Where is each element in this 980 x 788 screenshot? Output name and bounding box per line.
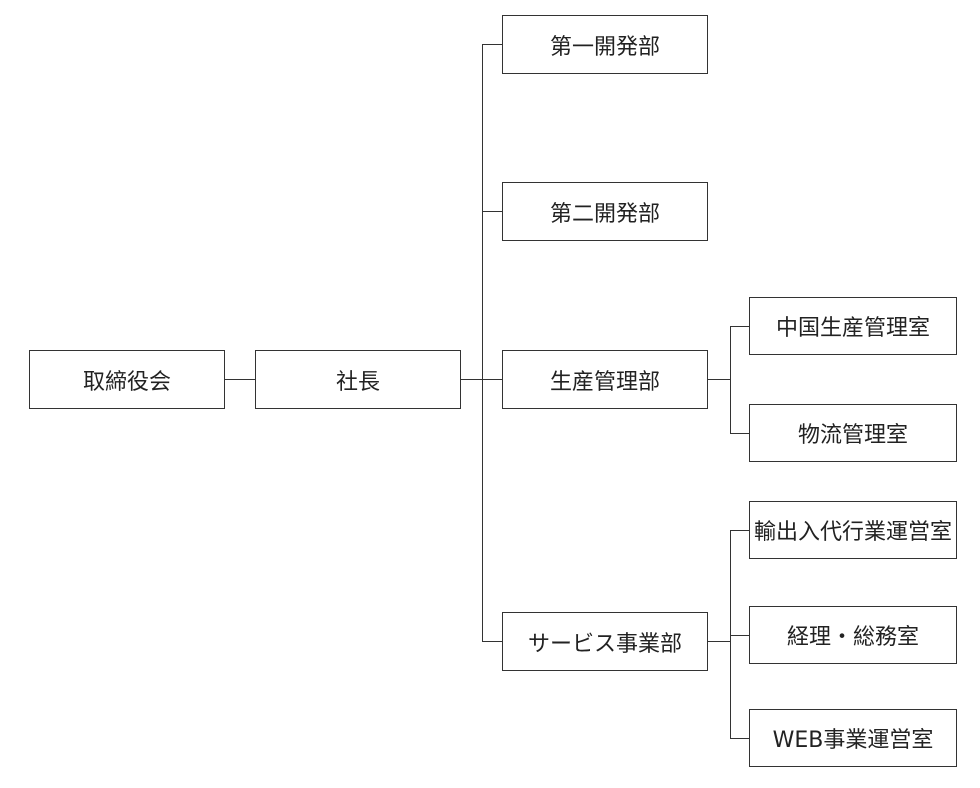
connector-dept3-trunk: [708, 379, 730, 380]
connector-dept4-trunk: [708, 641, 730, 642]
node-dept1: 第一開発部: [502, 15, 708, 74]
node-dept3-sub1: 中国生産管理室: [749, 297, 957, 355]
connector-dept4-sub2: [730, 635, 749, 636]
connector-trunk-dept1: [482, 44, 502, 45]
connector-dept3-subtrunk: [730, 326, 731, 433]
node-board: 取締役会: [29, 350, 225, 409]
node-dept3-sub2: 物流管理室: [749, 404, 957, 462]
connector-dept4-sub1: [730, 530, 749, 531]
node-dept4-sub1: 輸出入代行業運営室: [749, 501, 957, 559]
node-dept4: サービス事業部: [502, 612, 708, 671]
node-president: 社長: [255, 350, 461, 409]
node-dept3: 生産管理部: [502, 350, 708, 409]
connector-president-trunk: [461, 379, 482, 380]
node-dept2: 第二開発部: [502, 182, 708, 241]
connector-dept-trunk: [482, 44, 483, 641]
connector-dept3-sub2: [730, 433, 749, 434]
node-dept4-sub2: 経理・総務室: [749, 606, 957, 664]
connector-board-president: [225, 379, 255, 380]
connector-dept4-sub3: [730, 738, 749, 739]
connector-trunk-dept3: [482, 379, 502, 380]
connector-trunk-dept2: [482, 211, 502, 212]
connector-dept4-subtrunk: [730, 530, 731, 738]
node-dept4-sub3: WEB事業運営室: [749, 709, 957, 767]
connector-dept3-sub1: [730, 326, 749, 327]
connector-trunk-dept4: [482, 641, 502, 642]
